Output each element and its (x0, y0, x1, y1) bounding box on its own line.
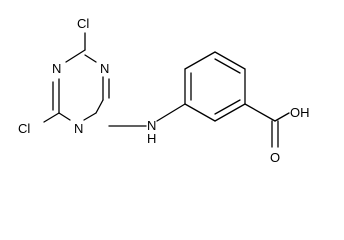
atom-amine-n: N (147, 118, 156, 133)
atom-amine-h: H (147, 131, 156, 146)
structural-formula: Cl Cl N N N N H OH O (18, 16, 310, 165)
triazine-ring (52, 49, 110, 121)
bond-c-oh (274, 112, 290, 122)
bond-ring-f (184, 103, 216, 122)
structure-canvas: Cl Cl N N N N H OH O (18, 16, 310, 165)
bond-nh-ring (156, 103, 186, 122)
bond-ring-e-inner (214, 99, 241, 115)
bond-c3-n-right (95, 99, 104, 114)
atom-cl-left: Cl (18, 121, 30, 136)
bond-ring-c (214, 51, 246, 70)
atom-o-carbonyl: O (270, 150, 280, 165)
atom-n-upper: N (100, 61, 109, 76)
bond-ring-b (184, 51, 216, 70)
bond-ring-c-inner (214, 58, 241, 74)
bond-n-right-c3 (83, 112, 97, 121)
atom-n-right: N (74, 121, 83, 136)
bond-c2-cl (43, 112, 60, 123)
bond-n-lower-c1 (65, 49, 86, 63)
bond-ring-cooh (244, 103, 276, 122)
atom-n-lower: N (52, 61, 61, 76)
benzene-ring (156, 51, 246, 122)
atom-cl-top: Cl (77, 16, 89, 31)
bond-ring-e (214, 103, 246, 122)
bond-c1-n-upper (84, 54, 97, 63)
atom-oh: OH (290, 105, 310, 120)
bond-n-right-c2 (58, 112, 71, 121)
